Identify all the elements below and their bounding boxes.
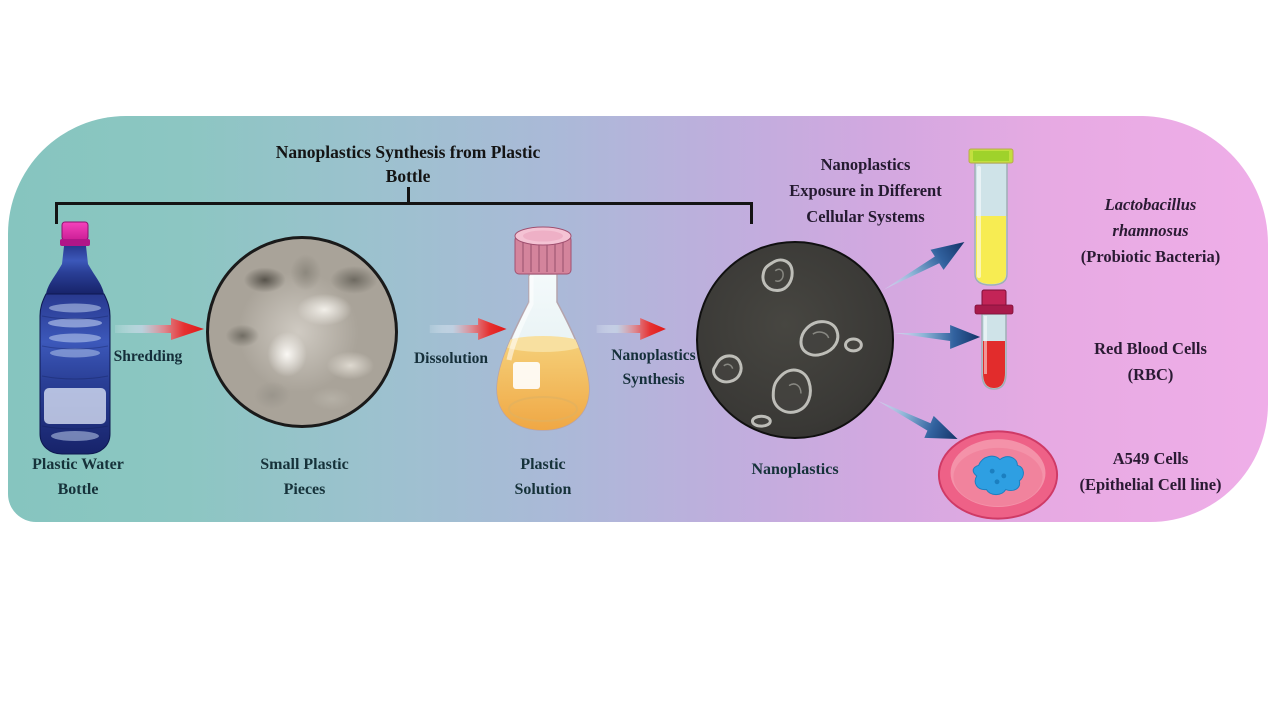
label-line: (RBC) — [1127, 365, 1174, 384]
label-line: Synthesis — [622, 371, 685, 388]
label-line: Solution — [514, 481, 572, 498]
label-plastic-solution: Plastic Solution — [473, 452, 613, 502]
plastic-pieces-icon — [206, 236, 398, 428]
label-line: A549 Cells — [1112, 449, 1189, 468]
red-arrow-icon — [429, 318, 507, 340]
nanoparticle-blobs — [712, 258, 863, 428]
label-line: Pieces — [283, 481, 326, 498]
test-tube-red-icon — [974, 289, 1014, 390]
test-tube-yellow-icon — [968, 148, 1014, 286]
blue-arrow-down-icon — [877, 400, 958, 439]
label-small-plastic-pieces: Small Plastic Pieces — [222, 452, 387, 502]
exposure-heading: Nanoplastics Exposure in Different Cellu… — [763, 152, 968, 230]
diagram-panel: Nanoplastics Synthesis from Plastic Bott… — [8, 116, 1268, 522]
heading-line: Exposure in Different — [789, 181, 942, 200]
flask-icon — [496, 226, 590, 431]
label-line: Dissolution — [413, 350, 489, 367]
label-shredding: Shredding — [93, 345, 203, 369]
heading-line: Cellular Systems — [806, 207, 925, 226]
figure-title: Nanoplastics Synthesis from Plastic Bott… — [183, 140, 633, 188]
label-line: (Epithelial Cell line) — [1079, 475, 1222, 494]
bracket-center-stem — [407, 187, 410, 204]
blue-arrow-up-icon — [883, 242, 965, 290]
title-line-1: Nanoplastics Synthesis from Plastic — [275, 142, 541, 162]
label-line: Small Plastic — [260, 456, 349, 473]
bracket-left-tick — [55, 202, 58, 224]
micrograph-icon — [696, 241, 894, 439]
bracket-line — [55, 202, 753, 205]
label-line: Lactobacillus — [1104, 195, 1197, 214]
red-arrow-icon — [596, 318, 666, 340]
label-probiotic-bacteria: Lactobacillus rhamnosus (Probiotic Bacte… — [1038, 192, 1263, 270]
label-line: Plastic Water — [32, 456, 124, 473]
label-plastic-water-bottle: Plastic Water Bottle — [8, 452, 148, 502]
label-nanoplastics-synthesis: Nanoplastics Synthesis — [586, 344, 721, 392]
label-line: (Probiotic Bacteria) — [1080, 247, 1221, 266]
label-line: Shredding — [113, 348, 183, 365]
label-line: rhamnosus — [1112, 221, 1189, 240]
title-line-2: Bottle — [385, 166, 431, 186]
label-nanoplastics: Nanoplastics — [715, 457, 875, 482]
label-line: Nanoplastics — [751, 461, 839, 478]
plastic-bottle-icon — [39, 221, 111, 455]
label-red-blood-cells: Red Blood Cells (RBC) — [1048, 336, 1253, 388]
label-line: Red Blood Cells — [1094, 339, 1207, 358]
label-a549-cells: A549 Cells (Epithelial Cell line) — [1033, 446, 1268, 498]
label-dissolution: Dissolution — [396, 347, 506, 371]
label-line: Plastic — [520, 456, 566, 473]
label-line: Nanoplastics — [611, 347, 696, 364]
label-line: Bottle — [57, 481, 99, 498]
petri-dish-icon — [937, 430, 1059, 520]
red-arrow-icon — [115, 318, 204, 340]
blue-arrow-right-icon — [893, 325, 981, 349]
heading-line: Nanoplastics — [820, 155, 911, 174]
bracket-right-tick — [750, 202, 753, 224]
